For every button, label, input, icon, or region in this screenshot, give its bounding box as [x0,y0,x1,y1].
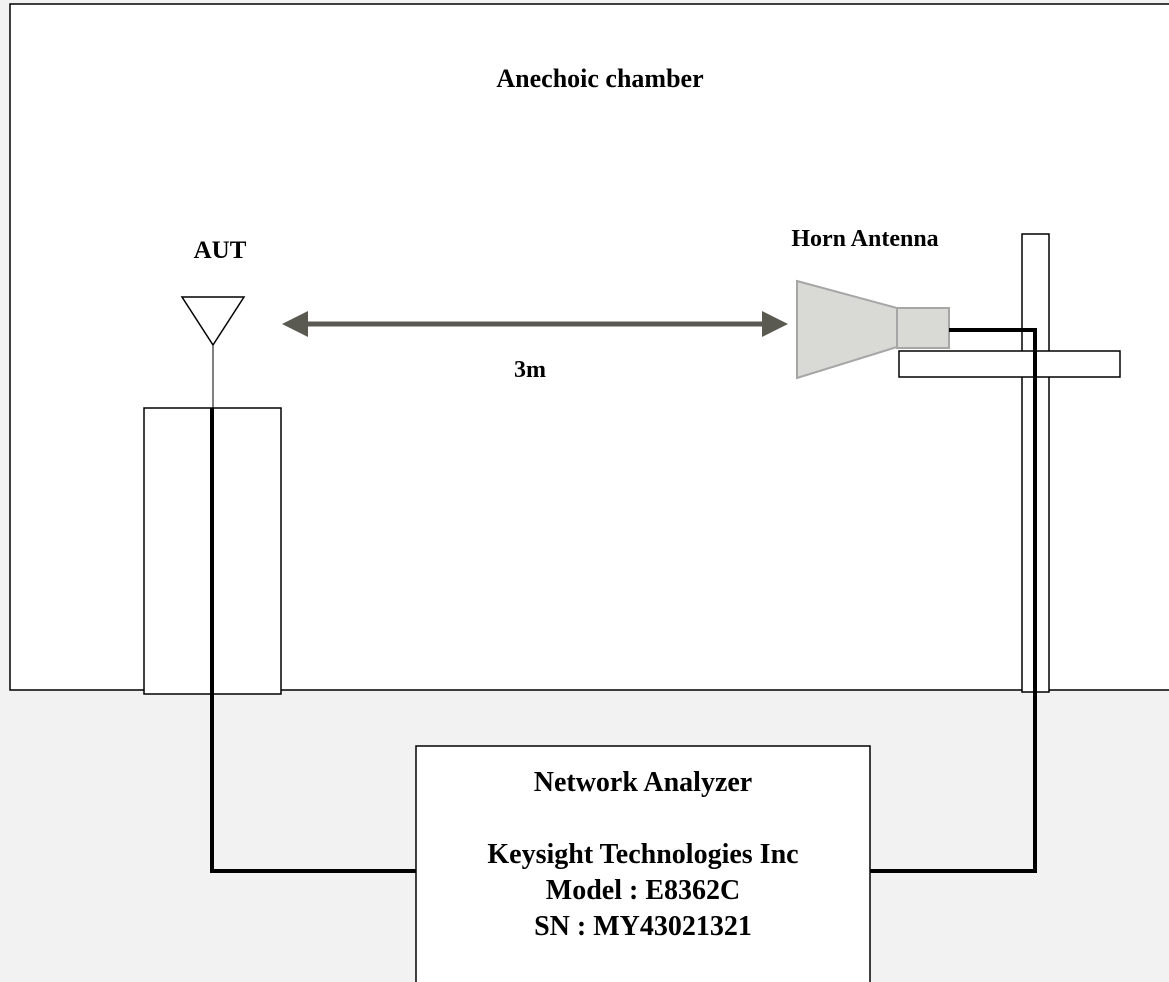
aut-antenna-icon [180,296,246,408]
distance-arrow [282,311,788,337]
analyzer-title: Network Analyzer [533,767,753,798]
horn-antenna-label: Horn Antenna [791,226,939,252]
analyzer-spacer [416,801,870,837]
horn-antenna-icon [796,279,950,380]
distance-label: 3m [514,357,546,383]
horn-cable [870,328,1037,873]
network-analyzer-box [415,745,871,982]
analyzer-manufacturer: Keysight Technologies Inc [487,839,799,870]
network-analyzer-info: Network Analyzer Keysight Technologies I… [416,765,870,945]
chamber-title: Anechoic chamber [496,64,704,93]
rf-cables [210,328,1037,873]
analyzer-model: Model : E8362C [545,875,741,906]
aut-label: AUT [193,237,247,264]
aut-cable [210,408,416,873]
analyzer-serial: SN : MY43021321 [534,911,752,942]
horn-platform [898,350,1121,378]
